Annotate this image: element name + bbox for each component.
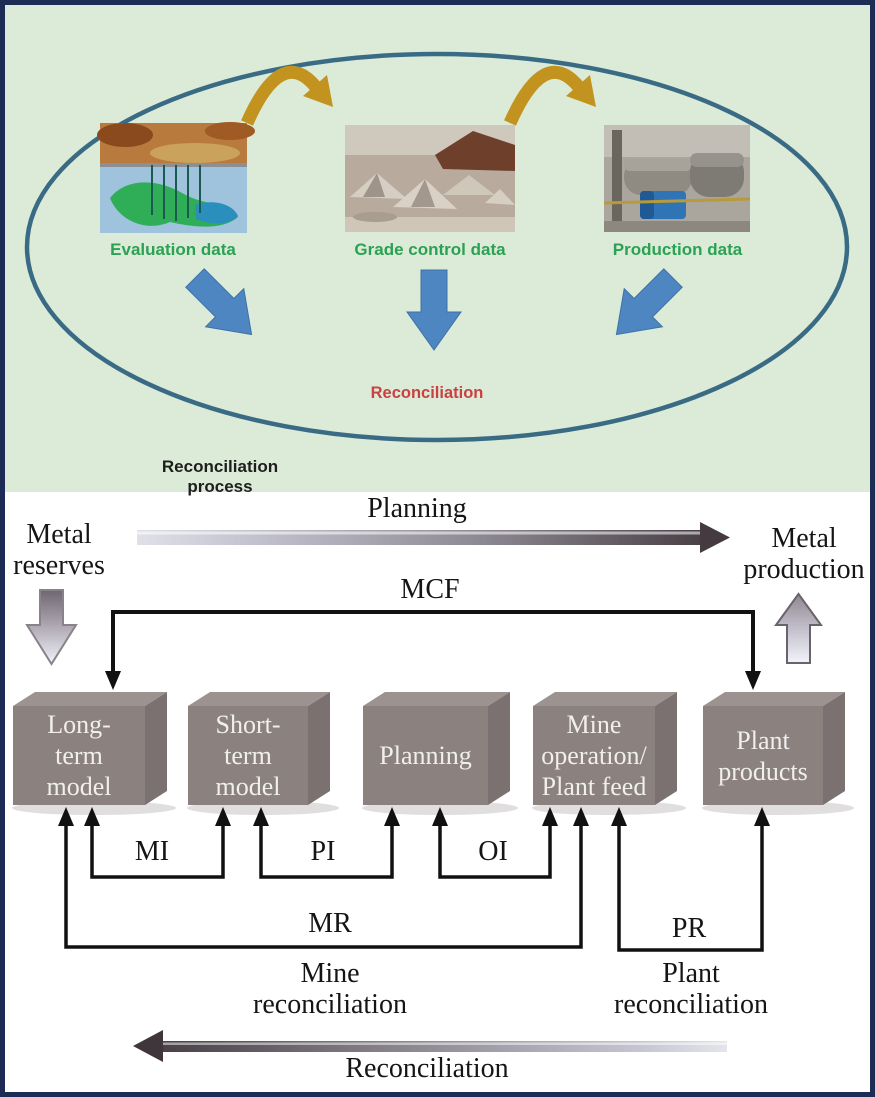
blue-arrow-production: [615, 268, 683, 336]
reconciliation-arrow: [133, 1030, 727, 1062]
box-label-planning: Planning: [379, 741, 472, 770]
metal-production-label: Metal production: [743, 523, 865, 585]
box-short-term-model: [188, 692, 330, 805]
bracket-lines: [64, 824, 764, 952]
oi-bracket: [438, 824, 552, 879]
box-label-short-term-model: Short- term model: [215, 710, 281, 801]
planning-arrow: [137, 522, 730, 553]
pr-label: PR: [671, 913, 707, 944]
box-mine-operation-plant-feed: [533, 692, 677, 805]
mr-label: MR: [308, 908, 352, 939]
plant-reconciliation-label: Plant reconciliation: [614, 958, 768, 1020]
mi-bracket: [90, 824, 225, 879]
oi-label: OI: [478, 836, 508, 867]
blue-arrow-evaluation: [185, 268, 253, 336]
grade-control-data-label: Grade control data: [354, 240, 506, 259]
evaluation-data-image: [97, 122, 255, 233]
bracket-arrowheads: [58, 807, 770, 826]
mine-reconciliation-label: Mine reconciliation: [253, 958, 407, 1020]
box-plant-products: [703, 692, 845, 805]
mi-label: MI: [134, 836, 170, 867]
box-label-plant-products: Plant products: [718, 725, 808, 786]
metal-reserves-arrow: [25, 589, 78, 666]
planning-arrow-label: Planning: [367, 493, 467, 524]
box-planning: [363, 692, 510, 805]
evaluation-data-label: Evaluation data: [110, 240, 236, 259]
box-label-mine-operation-plant-feed: Mine operation/ Plant feed: [541, 710, 647, 801]
metal-production-arrow: [774, 592, 823, 664]
pi-bracket: [259, 824, 394, 879]
production-data-label: Production data: [612, 240, 743, 259]
pi-label: PI: [310, 836, 336, 867]
pr-bracket: [617, 824, 764, 952]
grade-control-data-image: [345, 125, 515, 232]
box-long-term-model: [13, 692, 167, 805]
blue-arrow-grade-control: [406, 269, 462, 351]
process-ellipse-outline: [24, 51, 850, 443]
metal-reserves-label: Metal reserves: [13, 519, 105, 581]
production-data-image: [603, 125, 751, 232]
box-label-long-term-model: Long- term model: [46, 710, 112, 801]
reconciliation-center-label: Reconciliation: [370, 384, 484, 402]
reconciliation-process-caption: Reconciliation process: [161, 457, 279, 496]
mcf-label: MCF: [400, 574, 460, 605]
gold-arc-arrow-grade-to-production: [504, 65, 596, 126]
gold-arc-arrow-evaluation-to-grade: [241, 65, 333, 126]
reconciliation-process-panel: [5, 5, 870, 492]
mr-bracket: [64, 824, 583, 949]
reconciliation-arrow-label: Reconciliation: [345, 1053, 509, 1084]
mcf-line: [105, 610, 761, 690]
